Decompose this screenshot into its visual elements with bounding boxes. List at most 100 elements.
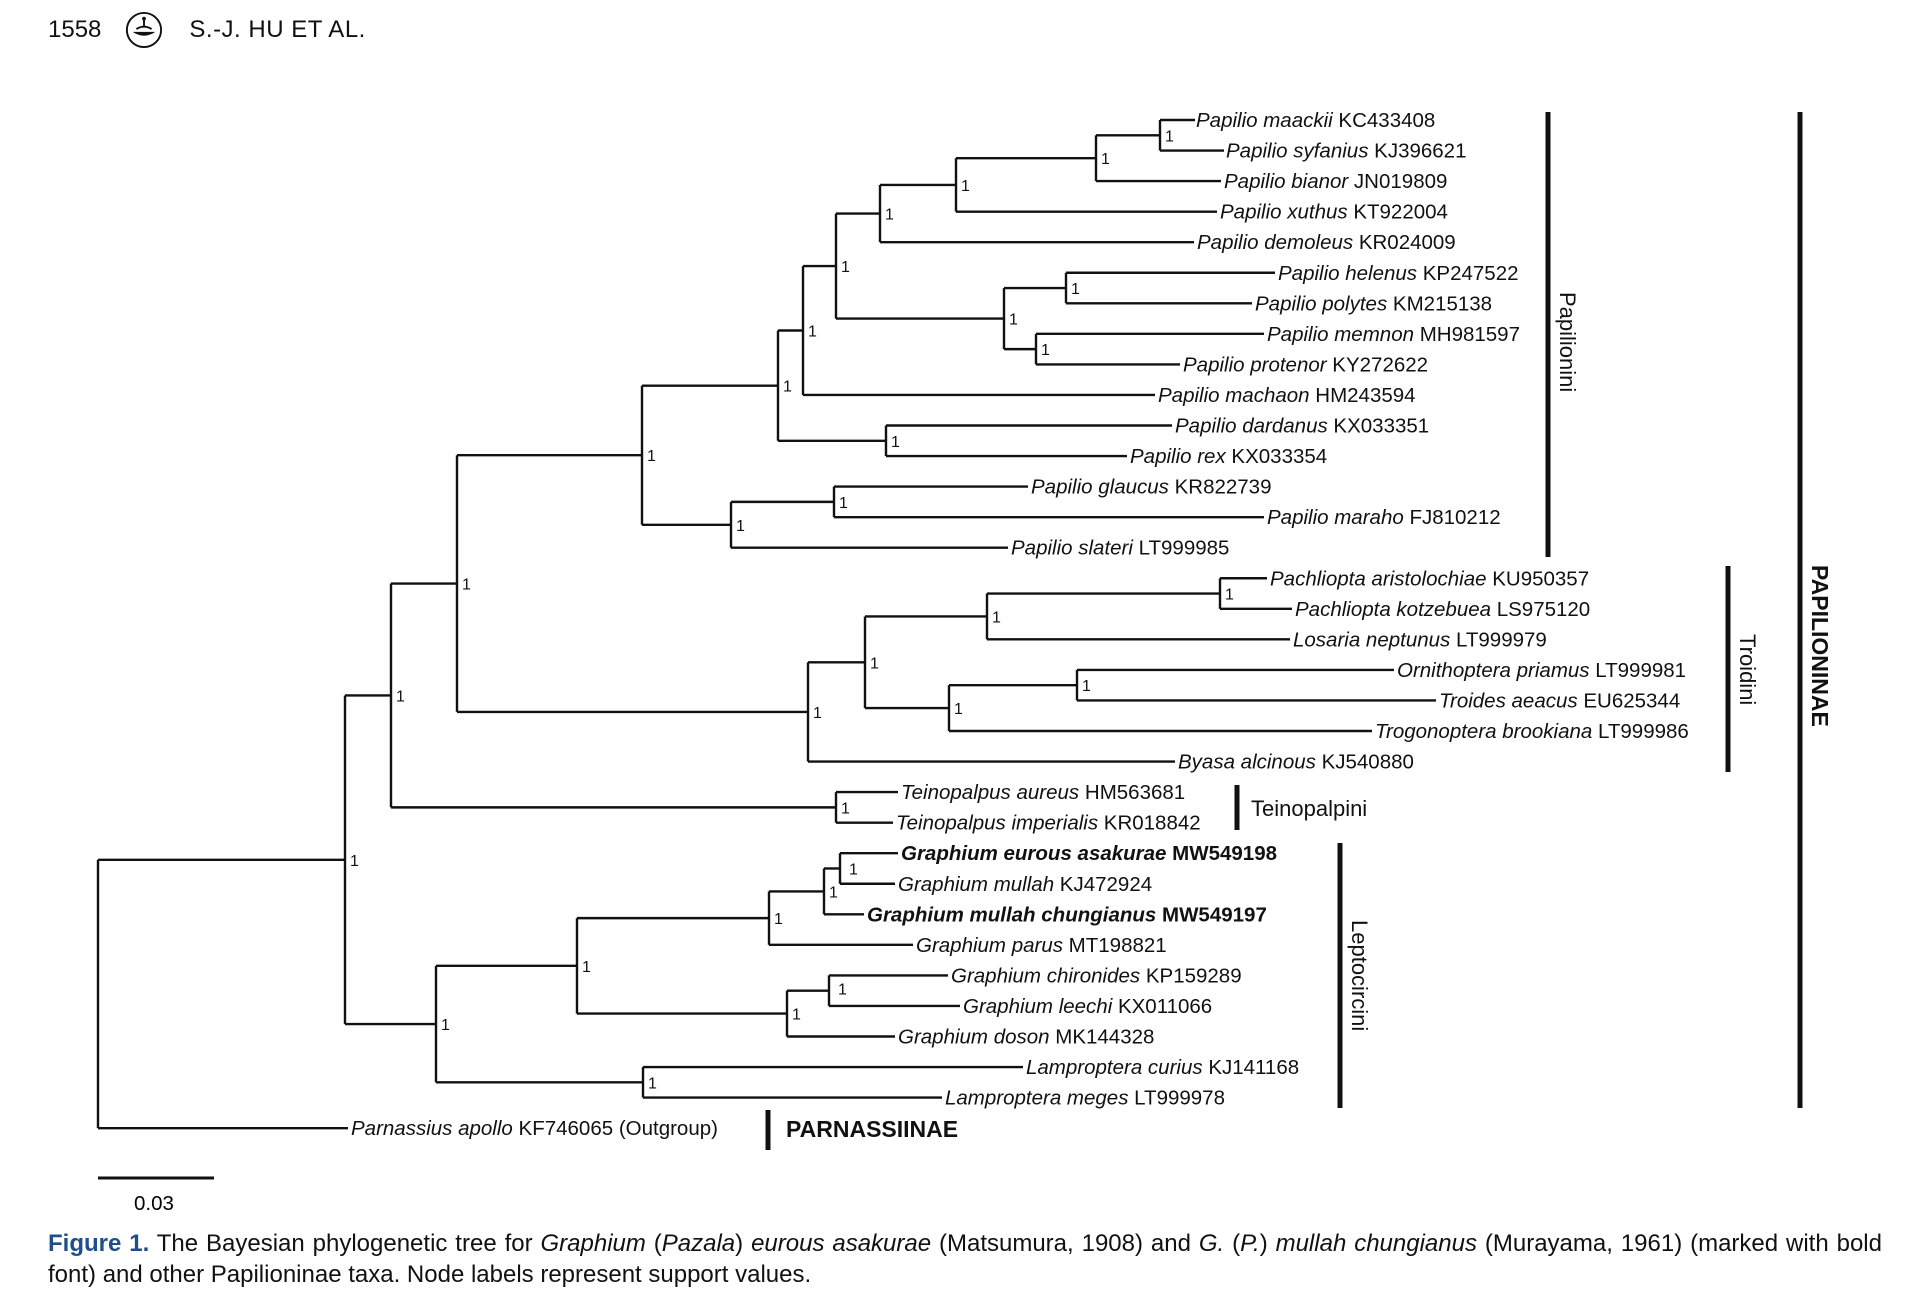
tip-accession: LS975120 bbox=[1491, 598, 1590, 621]
support-value: 1 bbox=[736, 518, 745, 535]
tip-label: Graphium chironides KP159289 bbox=[951, 964, 1242, 987]
caption-italic: Pazala bbox=[661, 1230, 736, 1257]
tip-accession: KT922004 bbox=[1348, 201, 1448, 224]
support-value: 1 bbox=[1082, 678, 1091, 695]
tip-accession: KR822739 bbox=[1169, 476, 1272, 499]
tip-species: Papilio xuthus bbox=[1220, 201, 1348, 224]
tip-species: Graphium leechi bbox=[963, 995, 1114, 1018]
tip-species: Papilio slateri bbox=[1011, 537, 1134, 560]
tip-label: Papilio polytes KM215138 bbox=[1255, 292, 1492, 315]
tip-accession: KR024009 bbox=[1353, 231, 1456, 254]
tip-accession: EU625344 bbox=[1578, 689, 1681, 712]
tip-species: Troides aeacus bbox=[1439, 689, 1578, 712]
tip-label: Teinopalpus imperialis KR018842 bbox=[896, 812, 1201, 835]
figure-caption: Figure 1. The Bayesian phylogenetic tree… bbox=[48, 1228, 1882, 1290]
tip-species: Graphium doson bbox=[898, 1026, 1050, 1049]
support-value: 1 bbox=[350, 853, 359, 870]
support-value: 1 bbox=[992, 609, 1001, 626]
tip-label: Papilio protenor KY272622 bbox=[1183, 353, 1428, 376]
support-value: 1 bbox=[1071, 281, 1080, 298]
tip-accession: KJ141168 bbox=[1203, 1056, 1300, 1079]
tip-accession: LT999979 bbox=[1450, 628, 1547, 651]
page-number: 1558 bbox=[48, 16, 102, 43]
tip-accession: KJ396621 bbox=[1368, 140, 1466, 163]
tip-accession: MH981597 bbox=[1414, 323, 1520, 346]
tip-accession: HM563681 bbox=[1079, 781, 1185, 804]
support-value: 1 bbox=[1165, 128, 1174, 145]
support-value: 1 bbox=[954, 701, 963, 718]
scale-bar-label: 0.03 bbox=[134, 1192, 174, 1215]
tip-accession: MK144328 bbox=[1050, 1026, 1155, 1049]
support-value: 1 bbox=[808, 324, 817, 341]
tip-species: Graphium eurous asakurae bbox=[901, 842, 1166, 865]
caption-italic: P. bbox=[1240, 1230, 1260, 1257]
tip-label: Graphium mullah chungianus MW549197 bbox=[867, 903, 1267, 926]
tip-species: Graphium parus bbox=[916, 934, 1063, 957]
tip-label: Papilio slateri LT999985 bbox=[1011, 537, 1229, 560]
tip-species: Teinopalpus aureus bbox=[901, 781, 1079, 804]
tip-label: Papilio demoleus KR024009 bbox=[1197, 231, 1456, 254]
teinopalpini-label: Teinopalpini bbox=[1251, 796, 1367, 821]
tip-accession: LT999985 bbox=[1133, 537, 1230, 560]
tip-label: Papilio memnon MH981597 bbox=[1267, 323, 1520, 346]
tip-species: Papilio bianor bbox=[1224, 170, 1349, 193]
tip-accession: KY272622 bbox=[1327, 353, 1428, 376]
tip-species: Papilio syfanius bbox=[1226, 140, 1368, 163]
tip-species: Pachliopta aristolochiae bbox=[1270, 567, 1487, 590]
tip-label: Papilio bianor JN019809 bbox=[1224, 170, 1447, 193]
tip-accession: HM243594 bbox=[1310, 384, 1416, 407]
tip-species: Byasa alcinous bbox=[1178, 751, 1316, 774]
caption-text: The Bayesian phylogenetic tree for bbox=[149, 1230, 541, 1257]
tip-species: Papilio maackii bbox=[1196, 109, 1334, 132]
support-value: 1 bbox=[1009, 312, 1018, 329]
tip-species: Papilio polytes bbox=[1255, 292, 1387, 315]
tip-accession: KX033354 bbox=[1226, 445, 1327, 468]
support-value: 1 bbox=[648, 1075, 657, 1092]
tip-species: Papilio demoleus bbox=[1197, 231, 1353, 254]
caption-text: (Murayama, 1961) (marked with bold font)… bbox=[48, 1230, 1882, 1288]
tip-label: Lamproptera curius KJ141168 bbox=[1026, 1056, 1299, 1079]
support-value: 1 bbox=[582, 959, 591, 976]
tip-accession: KJ540880 bbox=[1316, 751, 1414, 774]
caption-italic: G. bbox=[1198, 1230, 1225, 1257]
support-value: 1 bbox=[792, 1007, 801, 1024]
tip-label: Parnassius apollo KF746065 (Outgroup) bbox=[351, 1117, 718, 1140]
tip-label: Pachliopta aristolochiae KU950357 bbox=[1270, 567, 1589, 590]
tip-accession: MW549197 bbox=[1156, 903, 1267, 926]
parnassiinae-label: PARNASSIINAE bbox=[786, 1116, 958, 1142]
support-value: 1 bbox=[885, 207, 894, 224]
tip-species: Trogonoptera brookiana bbox=[1375, 720, 1592, 743]
tip-species: Papilio glaucus bbox=[1031, 476, 1169, 499]
caption-text: ) bbox=[1259, 1230, 1276, 1257]
tip-label: Papilio syfanius KJ396621 bbox=[1226, 140, 1466, 163]
caption-text: ( bbox=[645, 1230, 662, 1257]
support-value: 1 bbox=[841, 800, 850, 817]
tip-accession: KR018842 bbox=[1098, 812, 1201, 835]
support-value: 1 bbox=[783, 379, 792, 396]
tip-label: Graphium doson MK144328 bbox=[898, 1026, 1154, 1049]
tip-species: Pachliopta kotzebuea bbox=[1295, 598, 1491, 621]
tip-species: Ornithoptera priamus bbox=[1397, 659, 1590, 682]
tip-accession: KC433408 bbox=[1333, 109, 1436, 132]
tip-accession: MT198821 bbox=[1063, 934, 1167, 957]
tip-accession: JN019809 bbox=[1348, 170, 1447, 193]
tip-label: Papilio maraho FJ810212 bbox=[1267, 506, 1501, 529]
caption-text: ) bbox=[735, 1230, 752, 1257]
tip-label: Graphium leechi KX011066 bbox=[963, 995, 1212, 1018]
tip-accession: KP247522 bbox=[1417, 262, 1518, 285]
support-value: 1 bbox=[1041, 342, 1050, 359]
caption-italic: mullah chungianus bbox=[1275, 1230, 1477, 1257]
caption-text: ( bbox=[1224, 1230, 1241, 1257]
tip-label: Losaria neptunus LT999979 bbox=[1293, 628, 1547, 651]
tip-species: Lamproptera meges bbox=[945, 1087, 1128, 1110]
tip-species: Graphium mullah bbox=[898, 873, 1054, 896]
tip-species: Papilio machaon bbox=[1158, 384, 1310, 407]
tree-branches bbox=[96, 118, 1436, 1130]
tip-label: Papilio maackii KC433408 bbox=[1196, 109, 1435, 132]
support-value: 1 bbox=[462, 577, 471, 594]
support-value: 1 bbox=[829, 884, 838, 901]
support-value: 1 bbox=[813, 705, 822, 722]
